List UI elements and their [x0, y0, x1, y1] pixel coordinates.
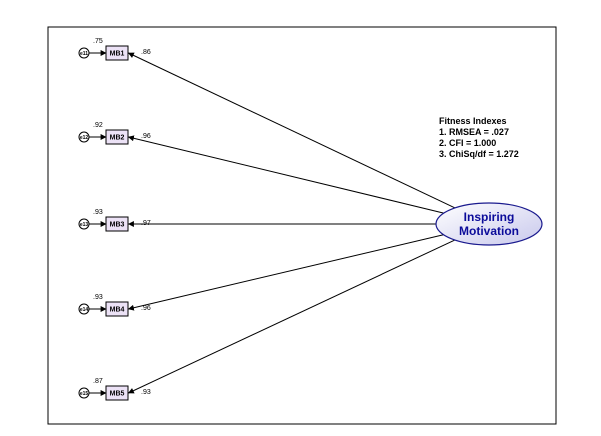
indicator-row: e13 MB3 .93 .97: [78, 209, 436, 232]
loading-path: [127, 135, 444, 214]
loading-path: [127, 52, 456, 209]
error-term-circle: [78, 387, 90, 399]
error-term-label: e14: [80, 307, 89, 313]
error-term-circle: [78, 218, 90, 230]
factor-loading-label: .96: [141, 133, 151, 140]
indicator-label: MB3: [110, 222, 125, 229]
loading-path: [127, 234, 444, 311]
squared-multiple-correlation: .75: [93, 38, 103, 45]
error-term-circle: [78, 47, 90, 59]
indicator-box: [105, 301, 129, 317]
indicator-row: e11 MB1 .75 .86: [78, 38, 456, 209]
loading-path: [127, 239, 455, 394]
indicator-row: e14 MB4 .93 .96: [78, 234, 444, 317]
error-term-circle: [78, 131, 90, 143]
squared-multiple-correlation: .92: [93, 122, 103, 129]
error-term-circle: [78, 303, 90, 315]
fitness-title: Fitness Indexes: [439, 116, 507, 126]
error-term-label: e11: [80, 51, 88, 57]
indicator-box: [105, 385, 129, 401]
indicator-label: MB5: [110, 391, 125, 398]
indicator-label: MB2: [110, 135, 125, 142]
indicator-row: e12 MB2 .92 .96: [78, 122, 444, 214]
latent-variable-node: Inspiring Motivation: [435, 202, 543, 246]
indicator-box: [105, 216, 129, 232]
indicator-row: e15 MB5 .87 .93: [78, 239, 455, 401]
latent-label-line2: Motivation: [459, 224, 519, 238]
fitness-rmsea: 1. RMSEA = .027: [439, 127, 509, 137]
fitness-cfi: 2. CFI = 1.000: [439, 138, 496, 148]
factor-loading-label: .86: [141, 49, 151, 56]
fitness-chisq-df: 3. ChiSq/df = 1.272: [439, 149, 519, 159]
indicator-label: MB4: [110, 307, 125, 314]
error-term-label: e13: [80, 222, 89, 228]
factor-loading-label: .96: [141, 305, 151, 312]
squared-multiple-correlation: .93: [93, 294, 103, 301]
fitness-indexes-block: Fitness Indexes 1. RMSEA = .027 2. CFI =…: [439, 116, 519, 159]
squared-multiple-correlation: .87: [93, 378, 103, 385]
error-term-label: e12: [80, 135, 89, 141]
latent-label-line1: Inspiring: [464, 210, 515, 224]
error-term-label: e15: [80, 391, 89, 397]
indicator-label: MB1: [110, 51, 125, 58]
factor-loading-label: .93: [141, 389, 151, 396]
indicator-box: [105, 129, 129, 145]
latent-ellipse: [435, 202, 543, 246]
squared-multiple-correlation: .93: [93, 209, 103, 216]
indicator-box: [105, 45, 129, 61]
factor-loading-label: .97: [141, 220, 151, 227]
